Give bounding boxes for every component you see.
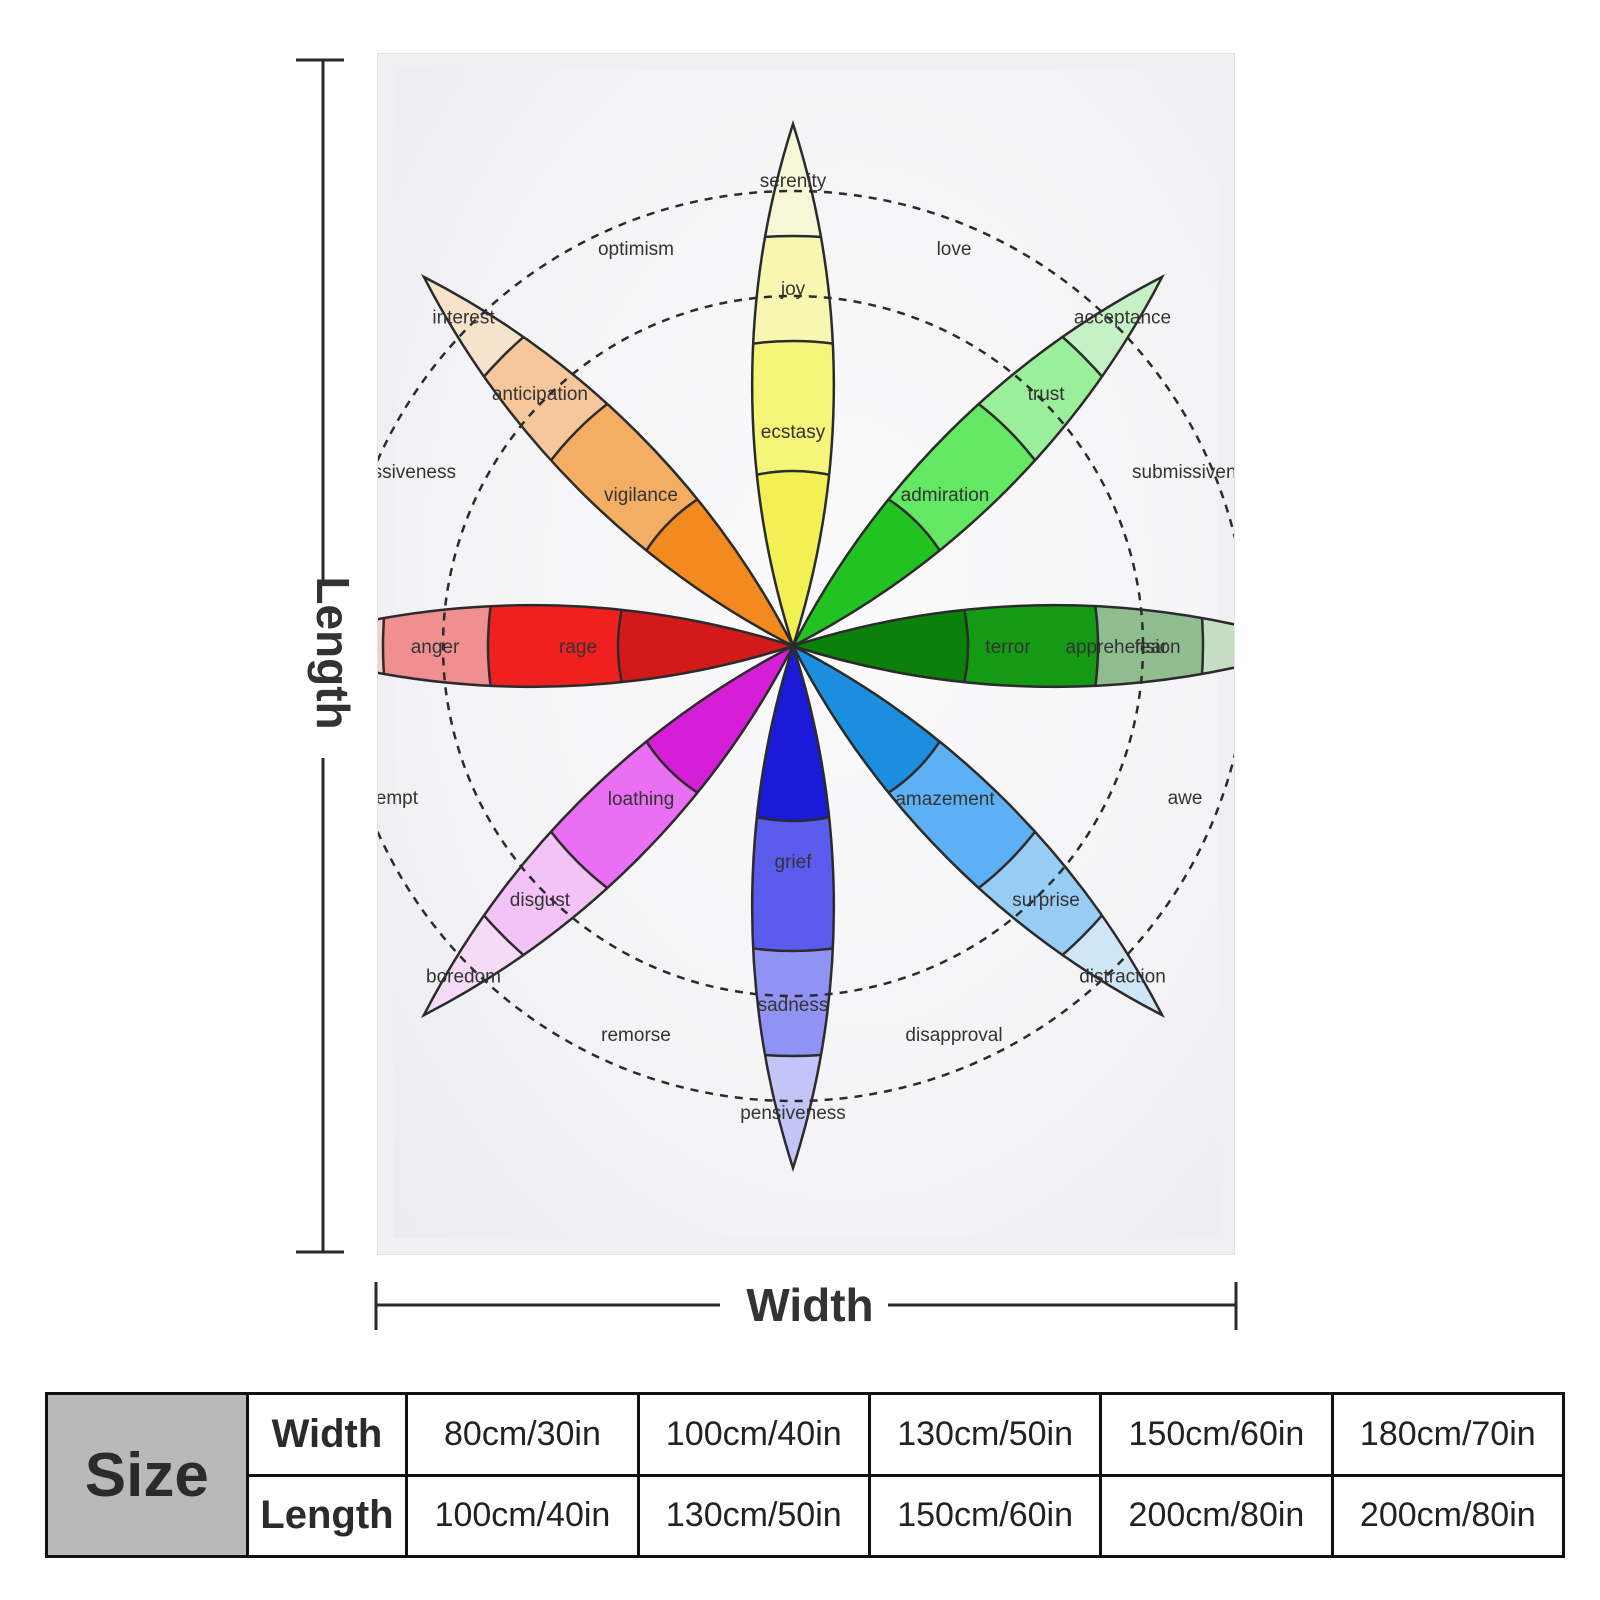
petal-green-outline xyxy=(790,273,1166,649)
label-serenity: serenity xyxy=(760,171,827,192)
petal-orange-outline xyxy=(420,273,796,649)
length-value-2: 130cm/50in xyxy=(636,1473,871,1558)
row-label-length: Length xyxy=(245,1473,409,1558)
label-layer: serenity joy ecstasy acceptance trust admirat… xyxy=(411,171,1181,1124)
label-fear: fear xyxy=(1135,637,1168,658)
outer-label-optimism: optimism xyxy=(598,239,674,260)
petal-magenta-outline xyxy=(420,643,796,1019)
dashed-circle-inner xyxy=(441,294,1145,998)
width-value-5: 180cm/70in xyxy=(1330,1392,1566,1477)
label-anger: anger xyxy=(411,637,460,658)
label-ecstasy: ecstasy xyxy=(761,422,826,443)
outer-label-remorse: remorse xyxy=(601,1025,671,1046)
size-table: Size Width 80cm/30in 100cm/40in 130cm/50… xyxy=(45,1392,1566,1558)
width-value-4: 150cm/60in xyxy=(1099,1392,1334,1477)
petal-yellow-outline xyxy=(750,119,836,651)
label-distraction: distraction xyxy=(1079,967,1166,988)
width-value-1: 80cm/30in xyxy=(405,1392,640,1477)
label-amazement: amazement xyxy=(895,789,995,810)
label-joy: joy xyxy=(780,279,806,300)
petal-dkgreen-outline xyxy=(788,603,1234,689)
petal-red-outline xyxy=(378,603,798,689)
label-interest: interest xyxy=(432,308,495,329)
label-grief: grief xyxy=(775,852,813,873)
label-disgust: disgust xyxy=(510,890,571,911)
label-anticipation: anticipation xyxy=(492,384,588,405)
petal-dkgreen-band-1 xyxy=(793,605,1205,687)
width-value-3: 130cm/50in xyxy=(867,1392,1103,1477)
width-label: Width xyxy=(746,1279,874,1331)
label-boredom: boredom xyxy=(426,967,501,988)
outer-label-aggressiveness: aggressiveness xyxy=(378,462,456,483)
petal-indigo-band-3 xyxy=(752,646,834,823)
label-terror: terror xyxy=(985,637,1031,658)
petal-yellow-band-2 xyxy=(752,339,834,646)
label-trust: trust xyxy=(1028,384,1066,405)
petal-indigo-band-2 xyxy=(752,646,834,953)
length-value-4: 200cm/80in xyxy=(1099,1473,1334,1558)
size-row-length: Length 100cm/40in 130cm/50in 150cm/60in … xyxy=(47,1473,1566,1558)
petal-red-band-1 xyxy=(381,605,793,687)
size-row-width: Size Width 80cm/30in 100cm/40in 130cm/50… xyxy=(45,1392,1566,1558)
outer-label-awe: awe xyxy=(1168,788,1203,809)
petal-dkgreen xyxy=(788,603,1234,689)
outer-label-disapproval: disapproval xyxy=(905,1025,1002,1046)
length-label: Length xyxy=(307,576,359,730)
petal-red xyxy=(378,603,798,689)
label-acceptance: acceptance xyxy=(1074,308,1171,329)
petal-layer xyxy=(378,119,1234,1173)
length-value-3: 150cm/60in xyxy=(867,1473,1103,1558)
size-header: Size xyxy=(45,1392,249,1558)
outer-label-layer: love submissiveness awe disapproval remorse c… xyxy=(378,239,1234,1046)
length-value-5: 200cm/80in xyxy=(1330,1473,1566,1558)
petal-indigo-outline xyxy=(750,641,836,1173)
width-value-2: 100cm/40in xyxy=(636,1392,871,1477)
petal-red-band-3 xyxy=(616,605,793,687)
row-label-width: Width xyxy=(245,1392,409,1477)
emotion-wheel: serenity joy ecstasy acceptance trust admirat… xyxy=(378,119,1234,1173)
length-value-1: 100cm/40in xyxy=(405,1473,640,1558)
petal-dkgreen-band-3 xyxy=(793,605,970,687)
label-surprise: surprise xyxy=(1012,890,1080,911)
label-apprehension: apprehension xyxy=(1065,637,1180,658)
blanket-print: serenity joy ecstasy acceptance trust admirat… xyxy=(378,54,1234,1254)
circle-layer xyxy=(378,189,1234,1103)
petal-yellow xyxy=(750,119,836,651)
label-loathing: loathing xyxy=(608,789,675,810)
label-rage: rage xyxy=(559,637,597,658)
label-vigilance: vigilance xyxy=(604,485,678,506)
outer-label-submissiveness: submissiveness xyxy=(1132,462,1234,483)
petal-red-band-2 xyxy=(486,605,793,687)
outer-label-love: love xyxy=(937,239,972,260)
petal-yellow-band-1 xyxy=(752,234,834,646)
petal-indigo-band-1 xyxy=(752,646,834,1058)
label-pensiveness: pensiveness xyxy=(740,1103,846,1124)
petal-indigo xyxy=(750,641,836,1173)
petal-dkgreen-band-2 xyxy=(793,605,1100,687)
petal-blue-outline xyxy=(790,643,1166,1019)
label-sadness: sadness xyxy=(758,995,829,1016)
petal-yellow-band-3 xyxy=(752,469,834,646)
outer-label-contempt: contempt xyxy=(378,788,419,809)
label-admiration: admiration xyxy=(901,485,990,506)
